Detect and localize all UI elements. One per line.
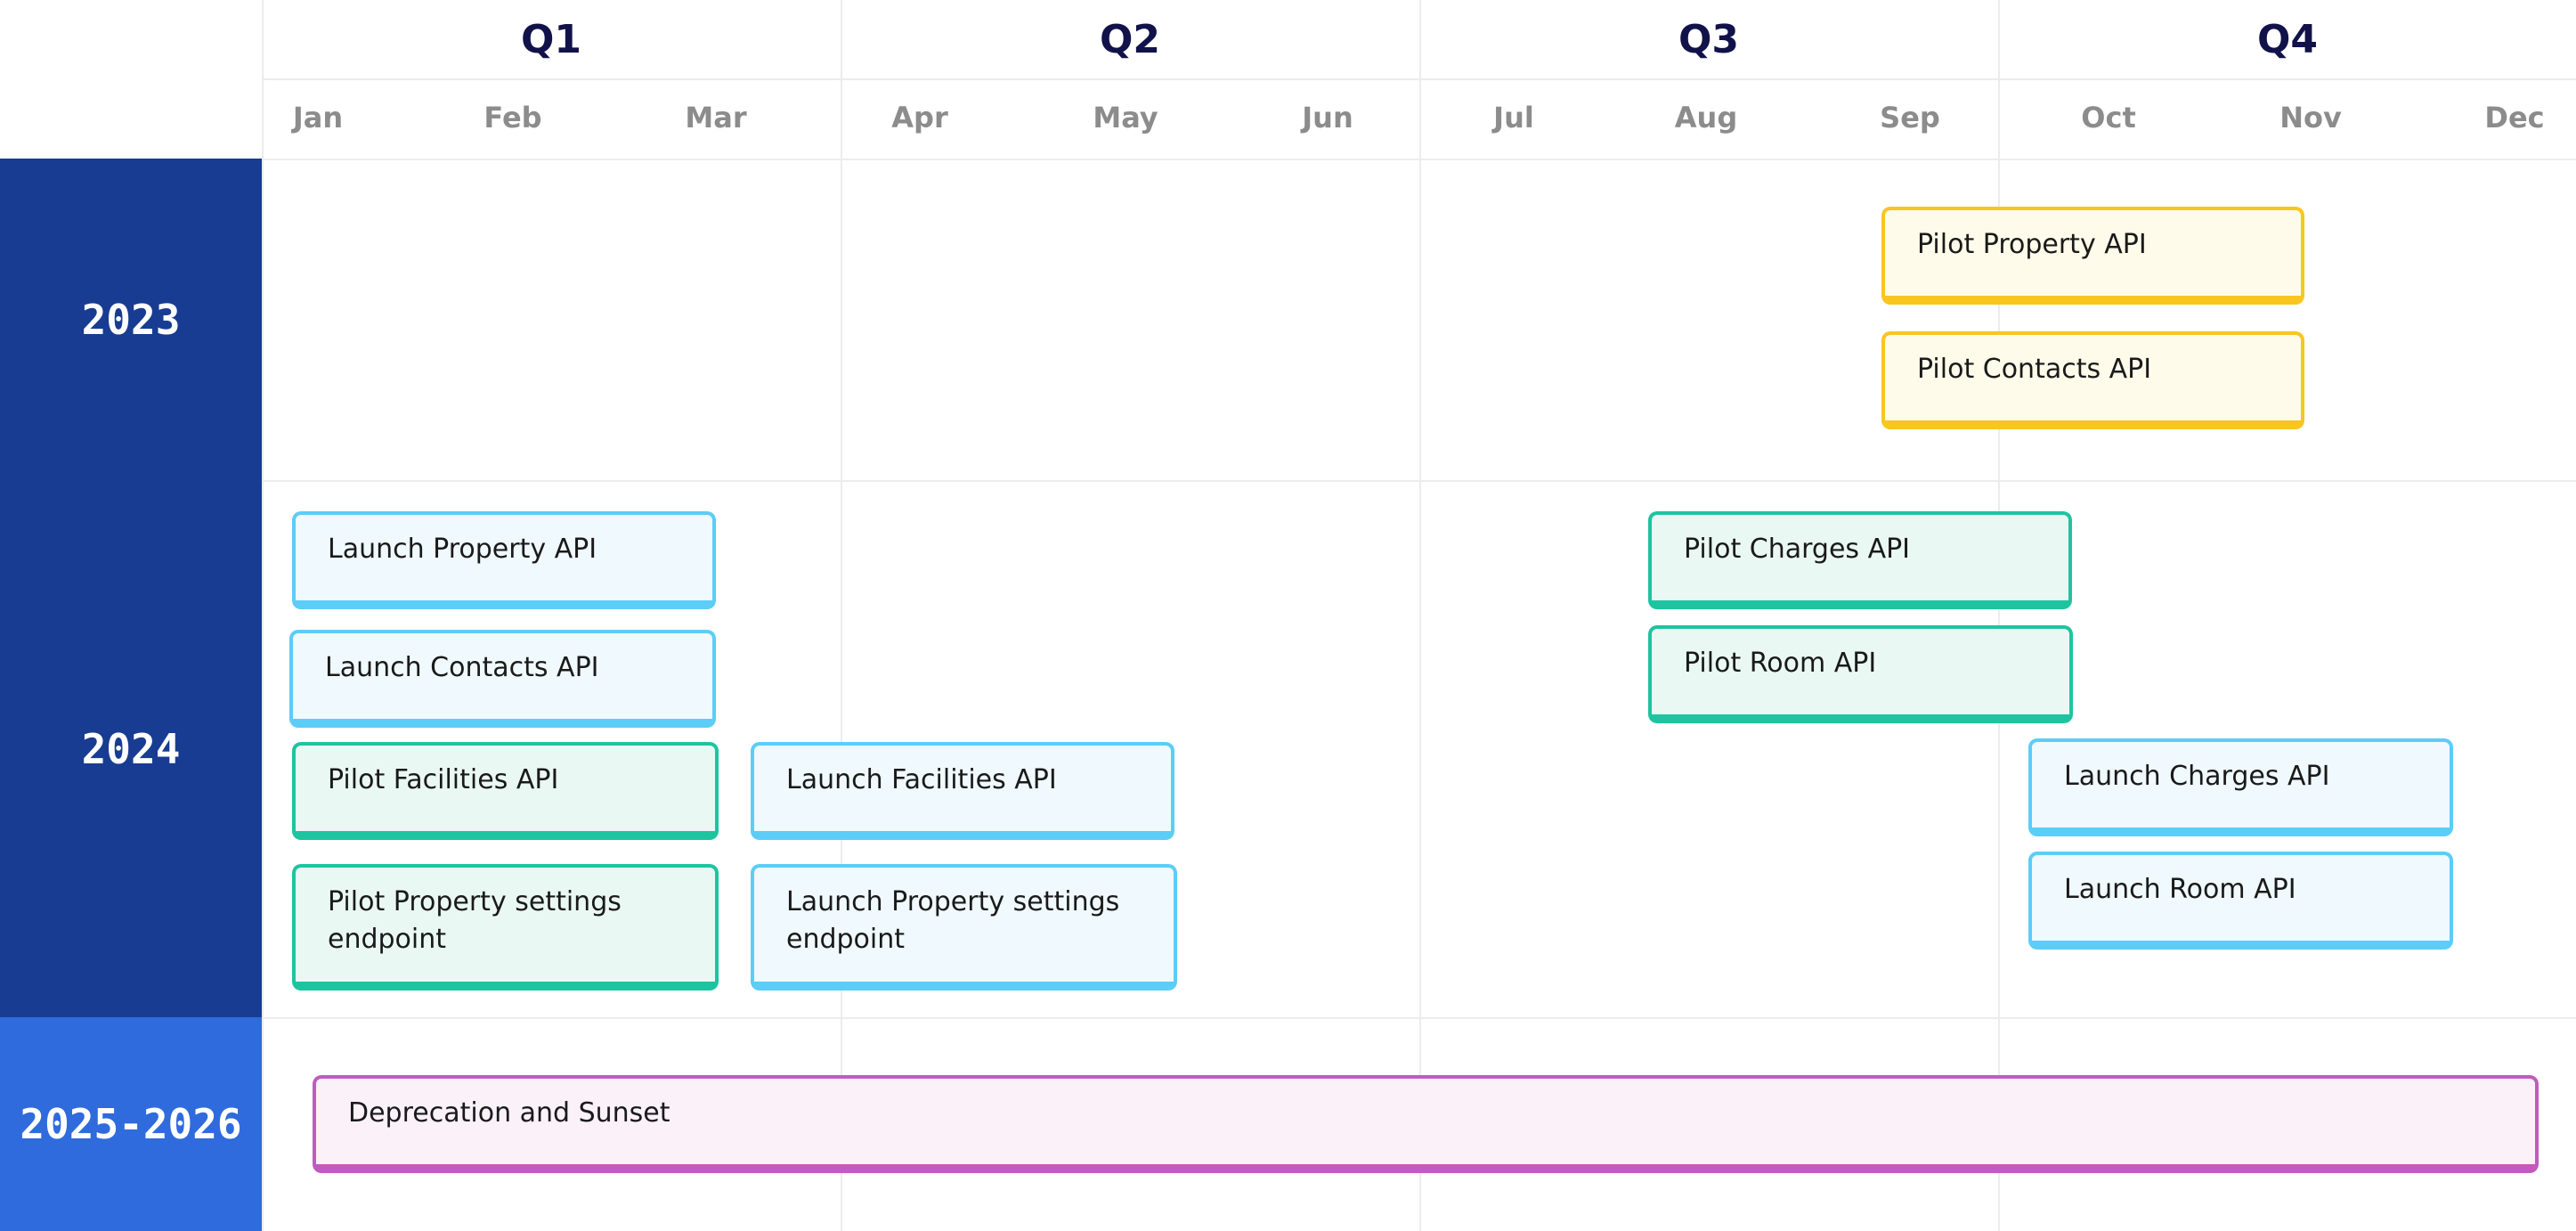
milestone-card: Pilot Charges API xyxy=(1648,511,2072,609)
year-band: 2023 xyxy=(0,159,262,480)
month-header: Mar xyxy=(685,101,747,135)
month-header: Nov xyxy=(2279,101,2342,135)
milestone-card: Launch Property settings endpoint xyxy=(751,864,1177,991)
month-header: Sep xyxy=(1880,101,1940,135)
row-divider xyxy=(262,480,2576,482)
milestone-card: Launch Room API xyxy=(2028,852,2453,950)
quarter-divider xyxy=(841,0,842,1231)
milestone-card: Pilot Property settings endpoint xyxy=(292,864,719,991)
month-header: Feb xyxy=(484,101,542,135)
quarter-header: Q1 xyxy=(520,17,582,62)
row-divider xyxy=(262,1017,2576,1019)
milestone-card: Launch Contacts API xyxy=(289,630,716,728)
milestone-card: Pilot Room API xyxy=(1648,625,2073,723)
quarter-header: Q3 xyxy=(1678,17,1740,62)
milestone-card: Pilot Property API xyxy=(1881,207,2304,305)
year-band: 2024 xyxy=(0,480,262,1017)
month-header: Jun xyxy=(1302,101,1353,135)
quarter-header: Q4 xyxy=(2256,17,2319,62)
milestone-card: Launch Charges API xyxy=(2028,738,2453,836)
row-divider xyxy=(262,78,2576,80)
month-header: Apr xyxy=(891,101,948,135)
milestone-card: Pilot Facilities API xyxy=(292,742,719,840)
month-header: May xyxy=(1093,101,1158,135)
month-header: Aug xyxy=(1674,101,1738,135)
year-band: 2025-2026 xyxy=(0,1017,262,1231)
milestone-card: Deprecation and Sunset xyxy=(313,1075,2539,1173)
month-header: Dec xyxy=(2484,101,2545,135)
month-header: Jan xyxy=(292,101,344,135)
quarter-header: Q2 xyxy=(1099,17,1161,62)
row-divider xyxy=(262,159,2576,160)
quarter-divider xyxy=(262,0,264,1231)
quarter-divider xyxy=(1419,0,1421,1231)
month-header: Oct xyxy=(2081,101,2136,135)
milestone-card: Pilot Contacts API xyxy=(1881,331,2304,429)
month-header: Jul xyxy=(1493,101,1534,135)
quarter-divider xyxy=(1998,0,2000,1231)
milestone-card: Launch Facilities API xyxy=(751,742,1174,840)
milestone-card: Launch Property API xyxy=(292,511,716,609)
